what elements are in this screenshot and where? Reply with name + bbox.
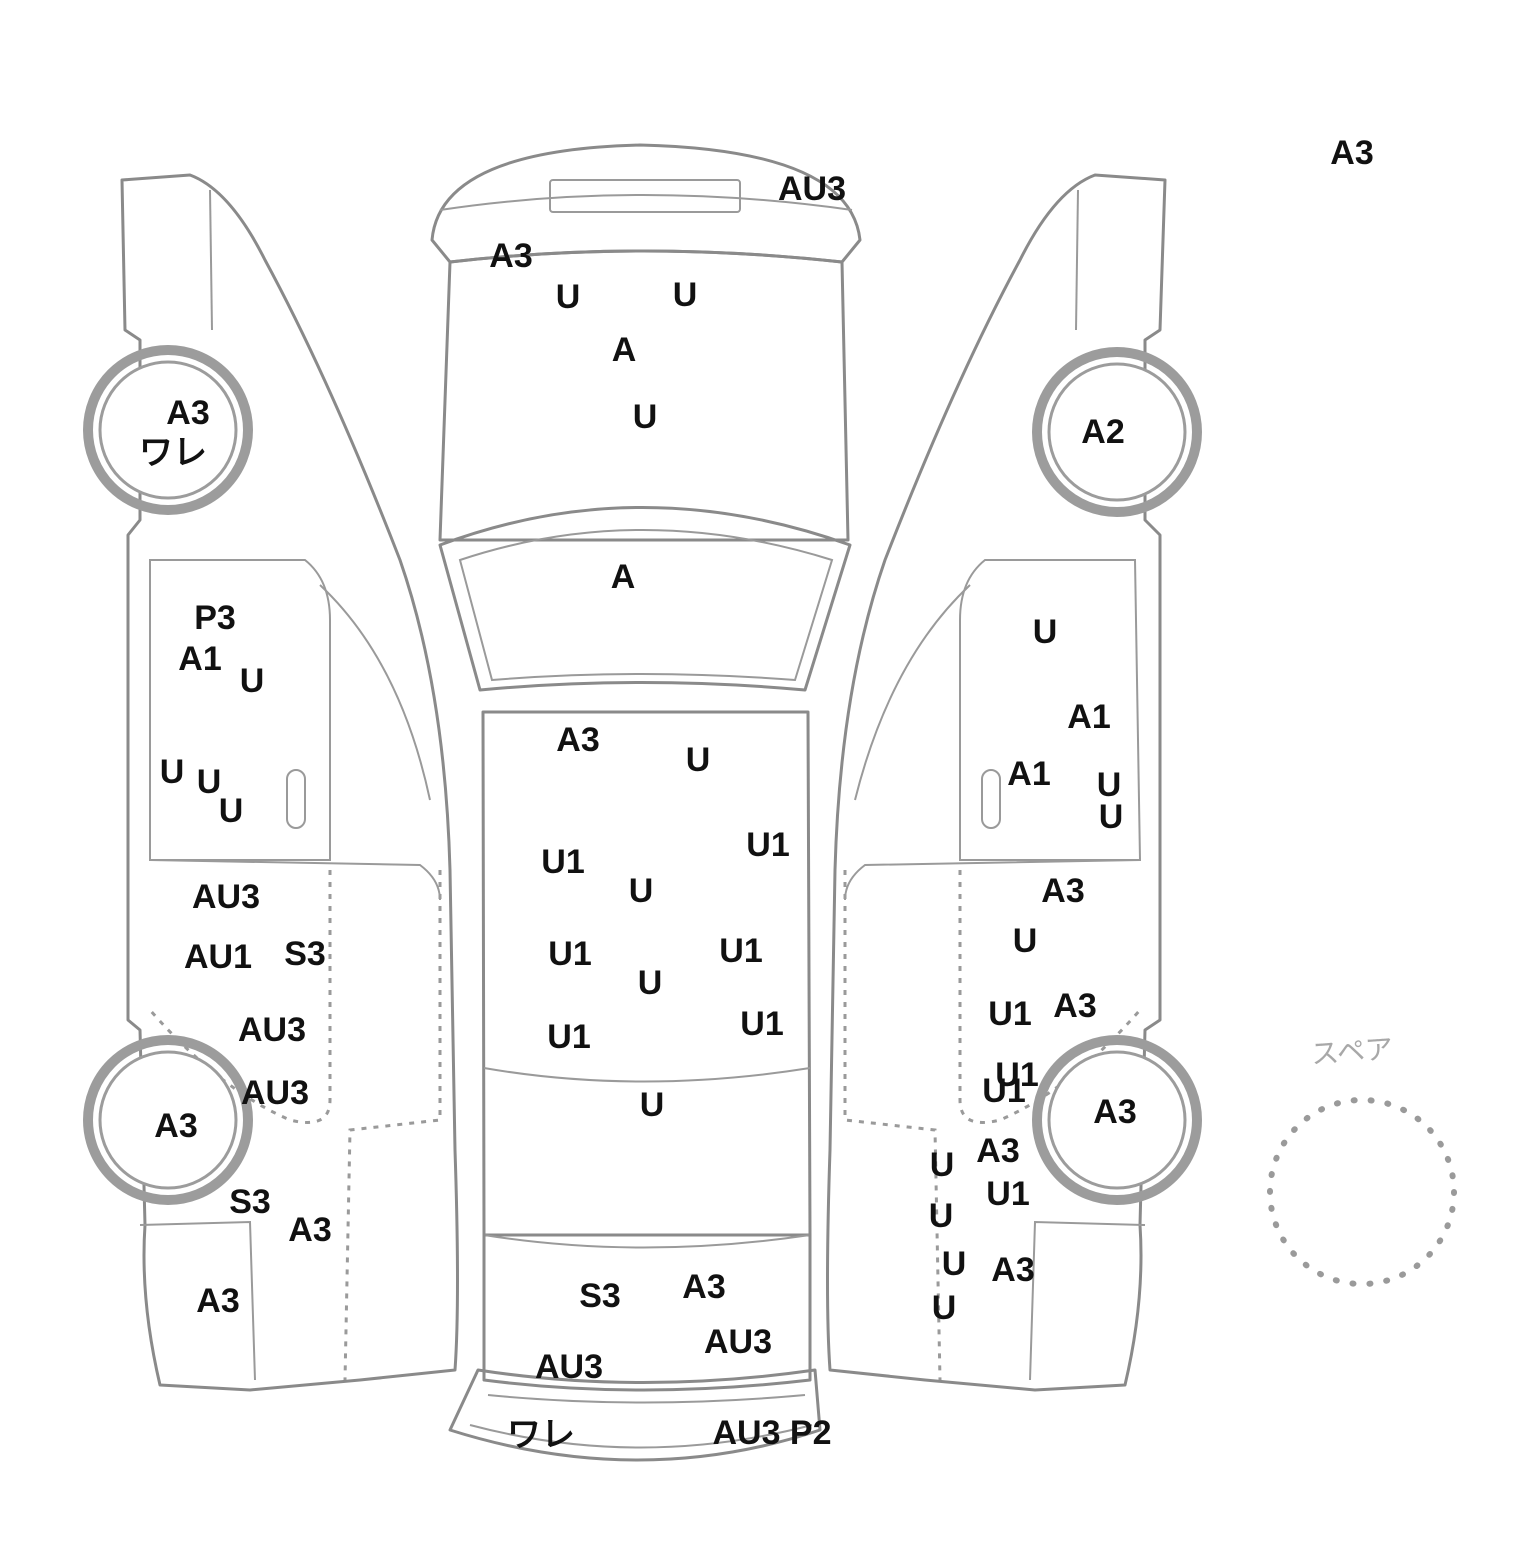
damage-mark: U — [928, 1197, 954, 1235]
damage-mark: ワレ — [139, 434, 207, 472]
damage-mark: U — [239, 662, 265, 700]
damage-mark: A3 — [991, 1251, 1035, 1289]
damage-mark: AU3 — [777, 170, 847, 208]
damage-mark: U — [159, 753, 185, 791]
damage-mark: A3 — [682, 1268, 726, 1306]
damage-mark: A3 — [1041, 872, 1085, 910]
damage-mark: U — [639, 1086, 665, 1124]
damage-mark: ワレ — [507, 1416, 575, 1454]
car-right-view — [826, 173, 1167, 1392]
damage-mark: S3 — [579, 1277, 621, 1315]
damage-mark: AU3 — [237, 1011, 307, 1049]
damage-mark: P3 — [194, 599, 236, 637]
left-front-wheel — [83, 1035, 253, 1205]
damage-mark: U — [632, 398, 658, 436]
damage-mark: AU3 P2 — [712, 1414, 832, 1452]
damage-mark: U — [1032, 613, 1058, 651]
damage-mark: A3 — [976, 1132, 1020, 1170]
car-top-view — [430, 143, 862, 1462]
damage-mark: A1 — [178, 640, 222, 678]
damage-mark: A3 — [166, 394, 210, 432]
damage-mark: U1 — [982, 1072, 1026, 1110]
damage-mark: U — [685, 741, 711, 779]
damage-mark: U1 — [548, 935, 592, 973]
damage-mark: U1 — [746, 826, 790, 864]
damage-mark: U — [637, 964, 663, 1002]
damage-mark: U — [628, 872, 654, 910]
damage-mark: U — [1012, 922, 1038, 960]
damage-mark: U — [218, 792, 244, 830]
damage-mark: U — [1096, 766, 1122, 804]
spare-tire — [1267, 1097, 1457, 1287]
damage-mark: A3 — [1330, 134, 1374, 172]
damage-mark: S3 — [229, 1183, 271, 1221]
damage-mark: A — [610, 558, 636, 596]
damage-mark: AU1 — [183, 938, 253, 976]
damage-mark: A3 — [196, 1282, 240, 1320]
damage-mark: AU3 — [191, 878, 261, 916]
damage-mark: U — [196, 763, 222, 801]
damage-mark: AU3 — [703, 1323, 773, 1361]
damage-mark: U1 — [547, 1018, 591, 1056]
damage-mark: AU3 — [534, 1348, 604, 1386]
damage-mark: A3 — [556, 721, 600, 759]
damage-mark: U1 — [988, 995, 1032, 1033]
damage-mark: S3 — [284, 935, 326, 973]
damage-mark: U1 — [986, 1175, 1030, 1213]
right-front-wheel — [1032, 1035, 1202, 1205]
damage-mark: A1 — [1067, 698, 1111, 736]
damage-mark: A3 — [489, 237, 533, 275]
damage-mark: A — [611, 331, 637, 369]
damage-mark: AU3 — [240, 1074, 310, 1112]
damage-mark: U1 — [995, 1056, 1039, 1094]
left-rear-wheel — [83, 345, 253, 515]
damage-mark: A3 — [1053, 987, 1097, 1025]
right-rear-wheel — [1032, 347, 1202, 517]
damage-mark: A2 — [1081, 413, 1125, 451]
damage-mark: A1 — [1007, 755, 1051, 793]
spare-label: スペア — [1309, 1032, 1395, 1071]
damage-mark: U — [1098, 798, 1124, 836]
damage-mark: A3 — [288, 1211, 332, 1249]
damage-mark: U — [672, 276, 698, 314]
damage-mark: U — [929, 1146, 955, 1184]
damage-mark: U — [941, 1245, 967, 1283]
damage-mark: U1 — [541, 843, 585, 881]
damage-mark: A3 — [154, 1107, 198, 1145]
damage-mark: A3 — [1093, 1093, 1137, 1131]
damage-mark: U1 — [740, 1005, 784, 1043]
damage-mark: U — [555, 278, 581, 316]
car-left-view — [120, 173, 459, 1392]
damage-mark: U — [931, 1289, 957, 1327]
damage-mark: U1 — [719, 932, 763, 970]
